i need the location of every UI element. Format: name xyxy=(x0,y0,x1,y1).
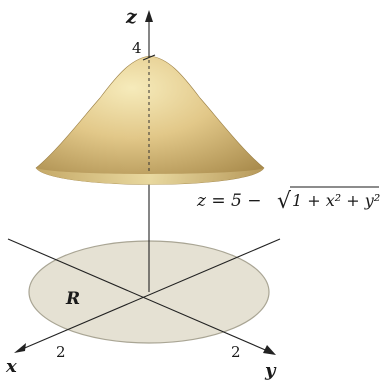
y-axis xyxy=(7,238,271,353)
surface-dome xyxy=(35,55,265,185)
z-tick-label-4: 4 xyxy=(132,39,142,57)
x-axis-arrowhead xyxy=(14,343,26,353)
equation-lhs: z = 5 − xyxy=(196,191,267,211)
x-tick-label-2: 2 xyxy=(56,343,66,361)
z-tick-4 xyxy=(142,54,156,61)
z-axis-label: z xyxy=(125,6,138,28)
x-axis xyxy=(19,238,281,351)
equation-radicand: 1 + x² + y² xyxy=(292,191,380,210)
surface-equation: z = 5 − √ 1 + x² + y² xyxy=(196,186,380,214)
z-axis-arrowhead xyxy=(145,10,153,22)
y-axis-arrowhead xyxy=(263,345,276,355)
surface-rim xyxy=(36,168,264,185)
region-label: R xyxy=(65,289,80,309)
equation-radical-sign: √ xyxy=(277,189,292,214)
y-axis-label: y xyxy=(264,360,277,381)
y-tick-label-2: 2 xyxy=(231,343,241,361)
x-axis-label: x xyxy=(5,356,17,377)
